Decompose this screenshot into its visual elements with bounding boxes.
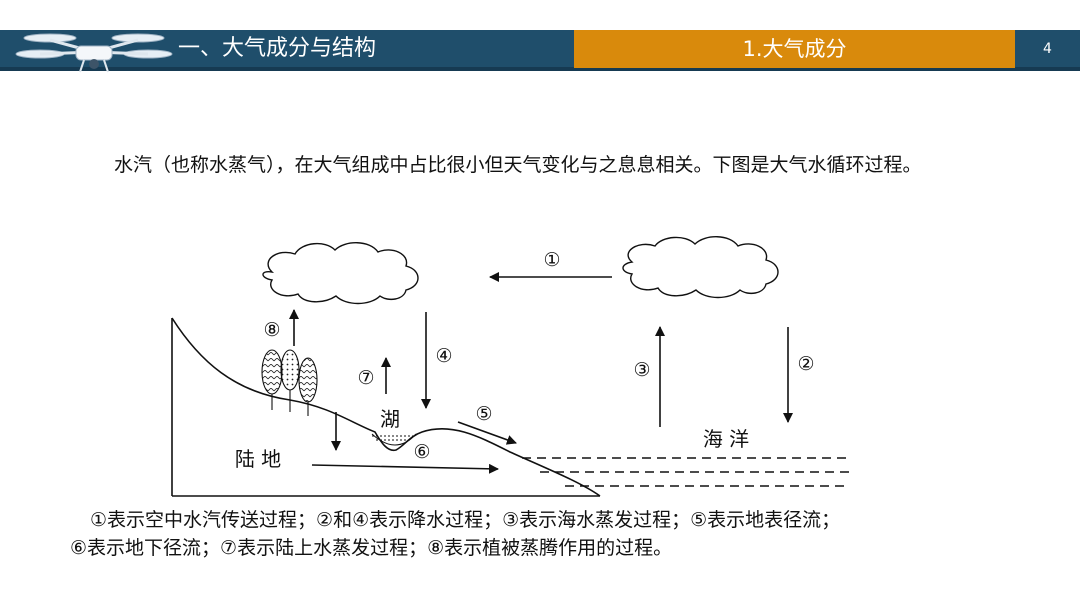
topic-title: 1.大气成分 — [574, 30, 1015, 68]
water-cycle-diagram: ① ② ③ ④ ⑤ ⑥ ⑦ ⑧ 陆 地 湖 海 洋 — [160, 232, 860, 504]
marker-8: ⑧ — [263, 319, 280, 341]
caption-line-1: ①表示空中水汽传送过程；②和④表示降水过程；③表示海水蒸发过程；⑤表示地表径流； — [70, 506, 1030, 534]
trees — [262, 350, 317, 416]
marker-6: ⑥ — [413, 441, 430, 463]
cloud-right — [623, 237, 778, 298]
section-title: 一、大气成分与结构 — [178, 30, 376, 68]
marker-3: ③ — [633, 359, 650, 381]
caption-line-2: ⑥表示地下径流；⑦表示陆上水蒸发过程；⑧表示植被蒸腾作用的过程。 — [70, 534, 1030, 562]
lake — [372, 434, 416, 445]
label-lake: 湖 — [380, 407, 400, 431]
marker-4: ④ — [435, 345, 452, 367]
marker-5: ⑤ — [475, 403, 492, 425]
ocean-surface — [522, 458, 850, 486]
intro-paragraph: 水汽（也称水蒸气），在大气组成中占比很小但天气变化与之息息相关。下图是大气水循环… — [70, 150, 1010, 180]
label-land: 陆 地 — [235, 447, 281, 471]
diagram-caption: ①表示空中水汽传送过程；②和④表示降水过程；③表示海水蒸发过程；⑤表示地表径流；… — [70, 506, 1030, 562]
drone-logo-icon — [14, 24, 174, 76]
marker-7: ⑦ — [357, 367, 374, 389]
label-ocean: 海 洋 — [703, 427, 749, 451]
page-number: 4 — [1015, 30, 1080, 68]
arrow-6 — [312, 465, 498, 469]
cloud-left — [263, 243, 418, 304]
marker-1: ① — [543, 249, 560, 271]
marker-2: ② — [797, 353, 814, 375]
